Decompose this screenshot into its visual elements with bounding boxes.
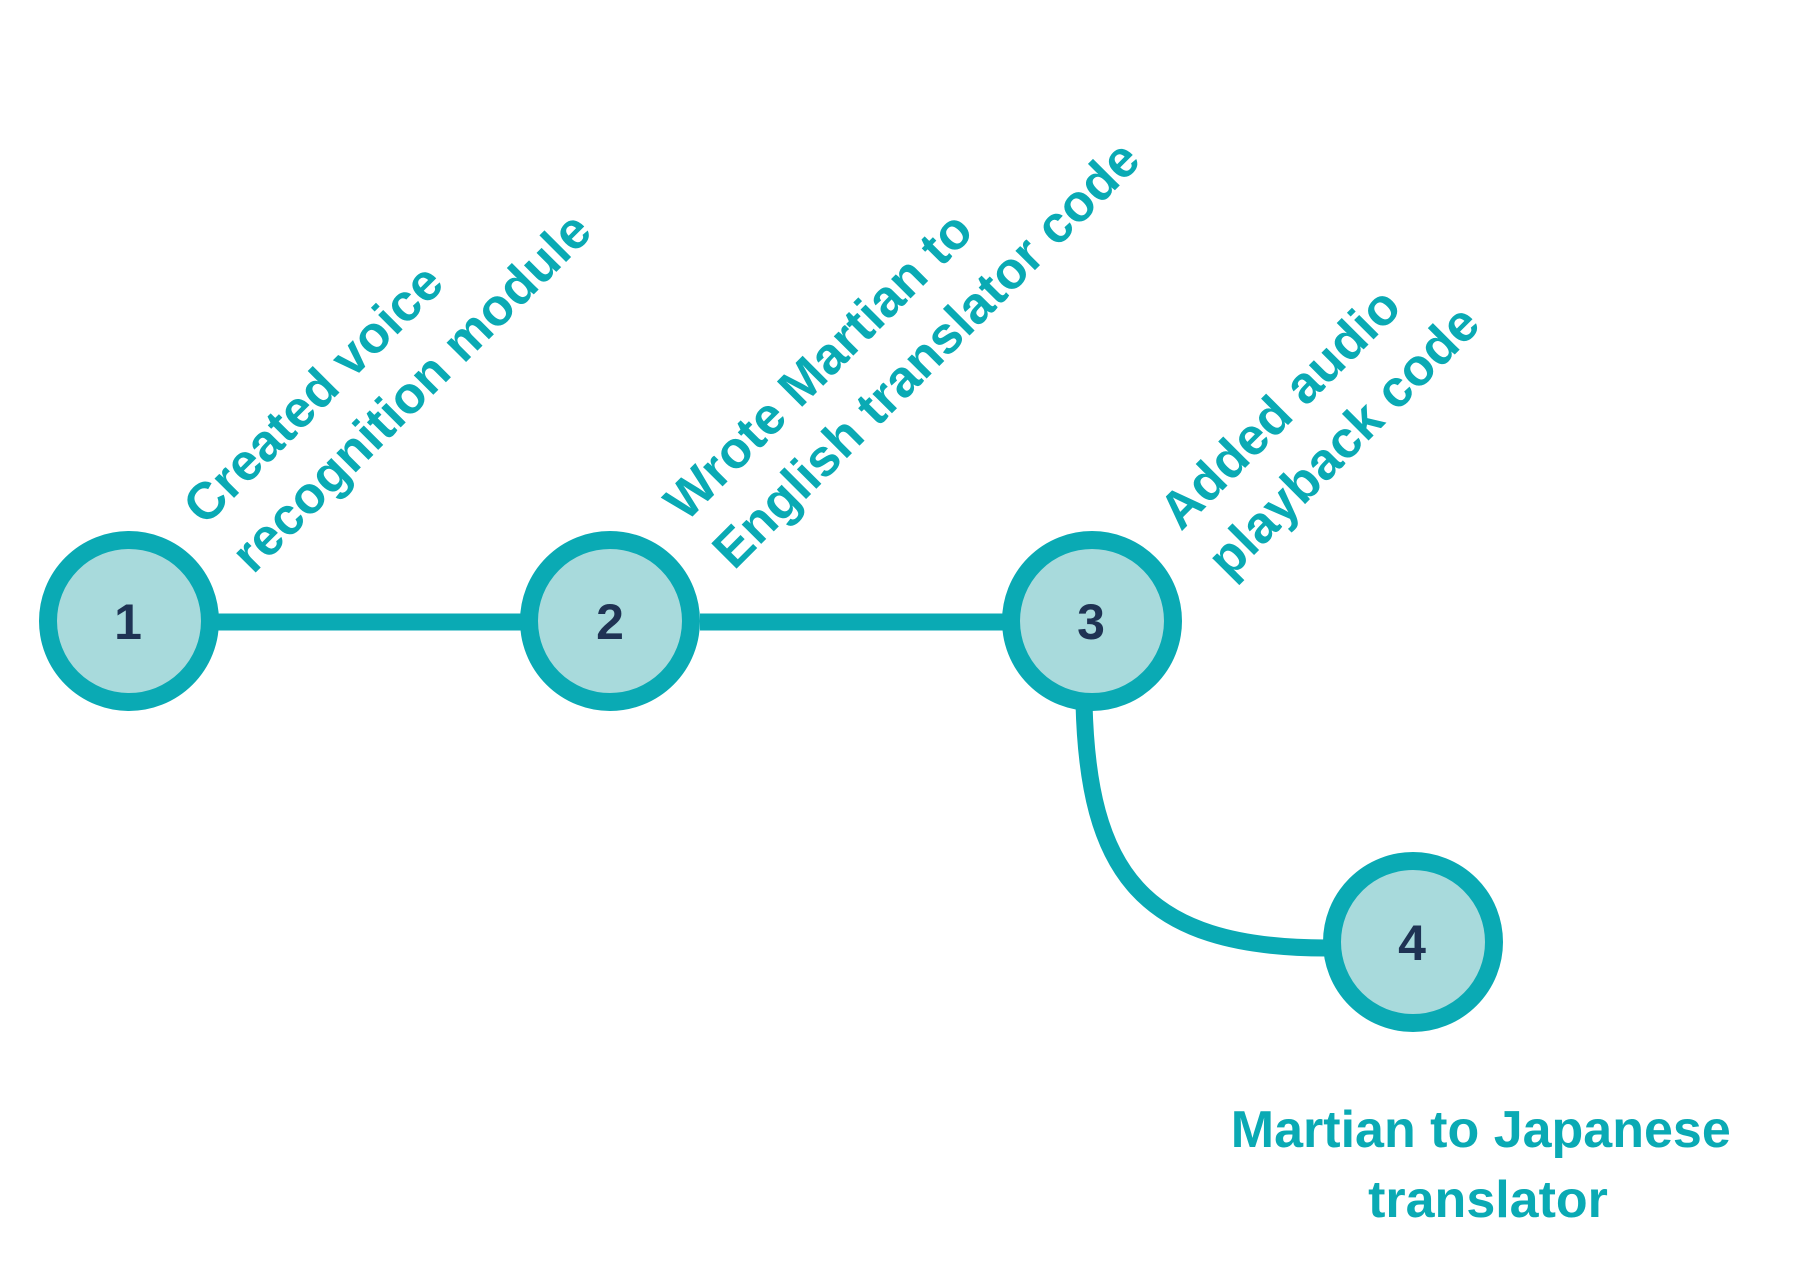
node-2-number: 2 bbox=[596, 594, 624, 650]
node-1-label: Created voice recognition module bbox=[172, 153, 602, 583]
node-1-circle bbox=[39, 531, 219, 711]
node-1-number: 1 bbox=[114, 594, 142, 650]
node-4-number: 4 bbox=[1398, 915, 1426, 971]
node-3-circle bbox=[1002, 531, 1182, 711]
node-4-label: Martian to Japanese translator bbox=[1231, 1101, 1745, 1229]
node-1[interactable]: 1 bbox=[39, 531, 219, 711]
node-2-label: Wrote Martian to English translator code bbox=[653, 82, 1151, 580]
node-4-circle bbox=[1323, 852, 1503, 1032]
node-2-circle bbox=[520, 531, 700, 711]
node-3-label: Added audio playback code bbox=[1148, 246, 1491, 589]
node-4[interactable]: 4 bbox=[1323, 852, 1503, 1032]
edge-3-4 bbox=[1075, 702, 1327, 957]
node-4-label-line-1: Martian to Japanese bbox=[1231, 1101, 1731, 1159]
node-2[interactable]: 2 bbox=[520, 531, 700, 711]
node-3[interactable]: 3 bbox=[1002, 531, 1182, 711]
node-2-label-line-2: English translator code bbox=[702, 130, 1152, 580]
node-4-label-line-2: translator bbox=[1368, 1171, 1608, 1229]
node-3-number: 3 bbox=[1077, 594, 1105, 650]
